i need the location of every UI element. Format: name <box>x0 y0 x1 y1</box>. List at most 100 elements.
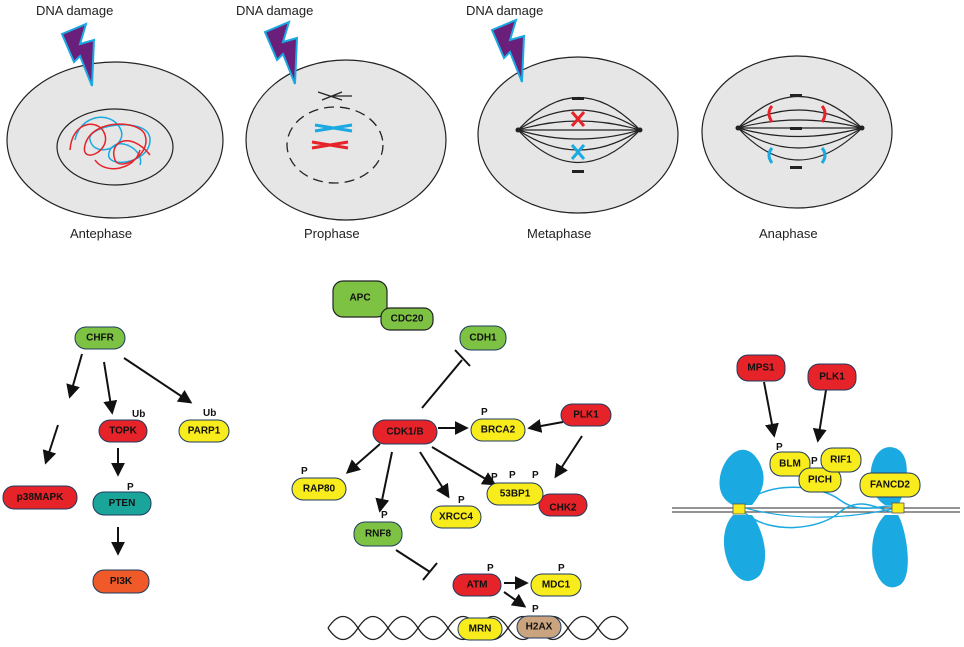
cell-metaphase <box>477 56 679 214</box>
p-mark: P <box>458 495 465 506</box>
node-p38mapk: p38MAPK <box>2 485 78 510</box>
p-mark: P <box>509 470 516 481</box>
p-mark: P <box>532 470 539 481</box>
p-mark: P <box>127 482 134 493</box>
chfr-arrows <box>42 353 193 556</box>
svg-text:CDC20: CDC20 <box>391 314 424 325</box>
chromosome-red <box>570 111 586 127</box>
svg-text:PI3K: PI3K <box>110 576 133 587</box>
ub-mark: Ub <box>203 408 216 419</box>
svg-text:CDK1/B: CDK1/B <box>386 427 423 438</box>
damage-label-3: DNA damage <box>466 3 543 18</box>
svg-text:ATM: ATM <box>467 580 488 591</box>
svg-text:PARP1: PARP1 <box>188 426 221 437</box>
p-mark: P <box>558 563 565 574</box>
node-fancd2: FANCD2 <box>859 472 921 498</box>
chromatin-red <box>69 123 151 170</box>
lightning-icon <box>263 20 299 85</box>
node-rif1: RIF1 <box>820 447 862 473</box>
svg-text:APC: APC <box>349 293 370 304</box>
svg-text:MRN: MRN <box>469 624 492 635</box>
nucleus <box>56 108 174 186</box>
node-topk: TOPK <box>98 419 148 443</box>
node-mdc1: MDC1 <box>530 573 582 597</box>
p-mark: P <box>487 563 494 574</box>
phase-label-prophase: Prophase <box>304 226 360 241</box>
node-rnf8: RNF8 <box>353 521 403 547</box>
node-pich: PICH <box>798 467 842 493</box>
svg-text:RIF1: RIF1 <box>830 455 852 466</box>
chromatin-blue <box>74 116 151 166</box>
node-rap80: RAP80 <box>291 477 347 501</box>
node-h2ax: H2AX <box>516 615 562 639</box>
phase-label-anaphase: Anaphase <box>759 226 818 241</box>
svg-text:CHFR: CHFR <box>86 333 115 344</box>
damage-label-2: DNA damage <box>236 3 313 18</box>
node-apc <box>332 280 388 318</box>
svg-text:PLK1: PLK1 <box>573 410 599 421</box>
lightning-icon <box>60 22 96 87</box>
damage-label-1: DNA damage <box>36 3 113 18</box>
svg-text:PTEN: PTEN <box>109 498 136 509</box>
phase-label-metaphase: Metaphase <box>527 226 591 241</box>
chromosome-blue <box>314 123 353 133</box>
node-plk1-b: PLK1 <box>807 363 857 391</box>
phase-label-antephase: Antephase <box>70 226 132 241</box>
svg-text:MDC1: MDC1 <box>542 580 571 591</box>
svg-text:BLM: BLM <box>779 459 801 470</box>
ub-mark: Ub <box>132 409 145 420</box>
node-53bp1: 53BP1 <box>486 482 544 506</box>
node-chfr: CHFR <box>74 326 126 350</box>
node-mps1: MPS1 <box>736 354 786 382</box>
svg-text:53BP1: 53BP1 <box>500 489 531 500</box>
svg-text:PICH: PICH <box>808 475 832 486</box>
chromosome-blue <box>570 144 586 160</box>
nuclear-envelope <box>286 106 384 184</box>
cell-prophase <box>245 59 447 221</box>
centrosomes <box>317 91 352 101</box>
p-mark: P <box>381 510 388 521</box>
chromatid-left-bottom <box>723 515 766 581</box>
node-cdc20 <box>380 307 434 331</box>
svg-text:RNF8: RNF8 <box>365 529 392 540</box>
chromatid-right-bottom <box>872 515 908 588</box>
svg-text:PLK1: PLK1 <box>819 372 845 383</box>
chromosome-red <box>311 140 349 150</box>
svg-text:CDH1: CDH1 <box>469 333 497 344</box>
svg-text:TOPK: TOPK <box>109 426 137 437</box>
node-chk2: CHK2 <box>538 493 588 517</box>
node-xrcc4: XRCC4 <box>430 505 482 529</box>
node-apc-complex: APC CDC20 <box>332 280 434 331</box>
node-pi3k: PI3K <box>92 569 150 594</box>
right-arrows <box>763 381 827 443</box>
p-mark: P <box>811 456 818 467</box>
svg-text:MPS1: MPS1 <box>747 363 775 374</box>
svg-text:FANCD2: FANCD2 <box>870 480 910 491</box>
node-plk1-a: PLK1 <box>560 403 612 427</box>
node-cdh1: CDH1 <box>459 325 507 351</box>
cdk-arrows <box>345 349 583 608</box>
node-parp1: PARP1 <box>178 419 230 443</box>
svg-text:XRCC4: XRCC4 <box>439 512 473 523</box>
p-mark: P <box>491 472 498 483</box>
svg-text:p38MAPK: p38MAPK <box>17 492 64 503</box>
p-mark: P <box>532 604 539 615</box>
cell-antephase <box>6 61 224 219</box>
svg-text:CHK2: CHK2 <box>549 503 577 514</box>
lightning-icon <box>490 18 526 83</box>
svg-text:H2AX: H2AX <box>526 622 553 633</box>
svg-text:RAP80: RAP80 <box>303 484 336 495</box>
node-atm: ATM <box>452 573 502 597</box>
node-pten: PTEN <box>92 491 152 516</box>
chromatid-left-top <box>719 449 764 505</box>
damage-bolts <box>60 18 526 87</box>
svg-text:BRCA2: BRCA2 <box>481 425 516 436</box>
node-brca2: BRCA2 <box>470 418 526 442</box>
node-blm: BLM <box>769 451 811 477</box>
p-mark: P <box>481 407 488 418</box>
node-cdk1b: CDK1/B <box>372 419 438 445</box>
p-mark: P <box>776 442 783 453</box>
p-mark: P <box>301 466 308 477</box>
